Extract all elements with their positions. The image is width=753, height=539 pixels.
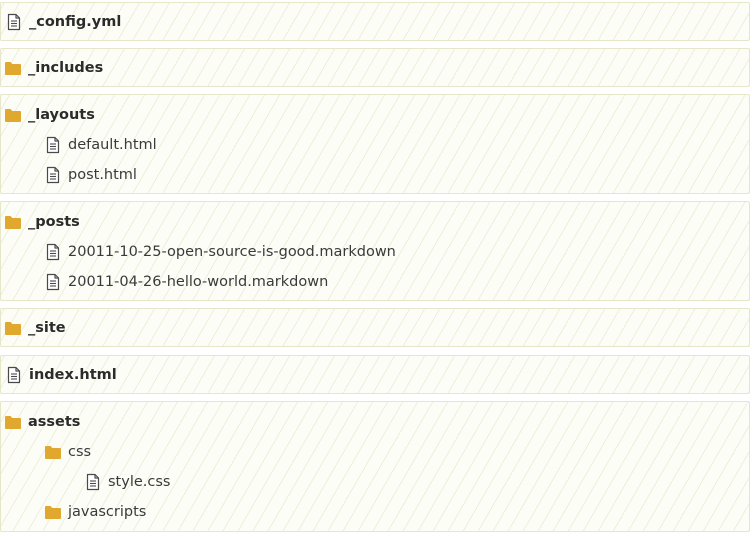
- file-icon: [44, 166, 62, 184]
- tree-item-label: _config.yml: [29, 14, 122, 30]
- tree-block-includes: _includes: [0, 48, 750, 87]
- tree-block-config: _config.yml: [0, 2, 750, 41]
- folder-icon: [4, 413, 22, 431]
- tree-item-label: assets: [28, 414, 81, 430]
- tree-item-label: style.css: [108, 474, 171, 490]
- folder-icon: [4, 213, 22, 231]
- tree-item-label: index.html: [29, 367, 117, 383]
- tree-item-label: javascripts: [68, 504, 147, 520]
- folder-icon: [44, 503, 62, 521]
- tree-item-label: _posts: [28, 214, 80, 230]
- tree-item-label: 20011-10-25-open-source-is-good.markdown: [68, 244, 396, 260]
- tree-item-label: css: [68, 444, 92, 460]
- file-icon: [44, 273, 62, 291]
- tree-item-label: 20011-04-26-hello-world.markdown: [68, 274, 329, 290]
- file-icon: [84, 473, 102, 491]
- tree-item-post-open-source[interactable]: 20011-10-25-open-source-is-good.markdown: [44, 241, 396, 263]
- tree-folder-layouts[interactable]: _layouts: [4, 104, 95, 126]
- file-icon: [44, 243, 62, 261]
- tree-item-label: _layouts: [28, 107, 95, 123]
- folder-icon: [4, 319, 22, 337]
- tree-block-site: _site: [0, 308, 750, 347]
- tree-item-label: _site: [28, 320, 66, 336]
- tree-folder-posts[interactable]: _posts: [4, 211, 80, 233]
- tree-folder-css[interactable]: css: [44, 441, 91, 463]
- file-icon: [5, 13, 23, 31]
- tree-block-layouts: _layouts default.html post.html: [0, 94, 750, 194]
- folder-icon: [44, 443, 62, 461]
- tree-block-posts: _posts 20011-10-25-open-source-is-good.m…: [0, 201, 750, 301]
- tree-item-label: post.html: [68, 167, 137, 183]
- tree-folder-javascripts[interactable]: javascripts: [44, 501, 146, 523]
- tree-block-assets: assets css style.css javascripts: [0, 401, 750, 532]
- tree-item-default-html[interactable]: default.html: [44, 134, 157, 156]
- tree-folder-site[interactable]: _site: [4, 317, 66, 339]
- tree-folder-assets[interactable]: assets: [4, 411, 80, 433]
- tree-folder-includes[interactable]: _includes: [4, 57, 103, 79]
- folder-icon: [4, 59, 22, 77]
- file-icon: [5, 366, 23, 384]
- tree-item-label: default.html: [68, 137, 157, 153]
- tree-item-style-css[interactable]: style.css: [84, 471, 170, 493]
- tree-item-config-yml[interactable]: _config.yml: [5, 11, 121, 33]
- tree-block-index: index.html: [0, 355, 750, 394]
- tree-item-index-html[interactable]: index.html: [5, 364, 117, 386]
- folder-icon: [4, 106, 22, 124]
- file-icon: [44, 136, 62, 154]
- tree-item-post-hello-world[interactable]: 20011-04-26-hello-world.markdown: [44, 271, 328, 293]
- tree-item-label: _includes: [28, 60, 104, 76]
- tree-item-post-html[interactable]: post.html: [44, 164, 137, 186]
